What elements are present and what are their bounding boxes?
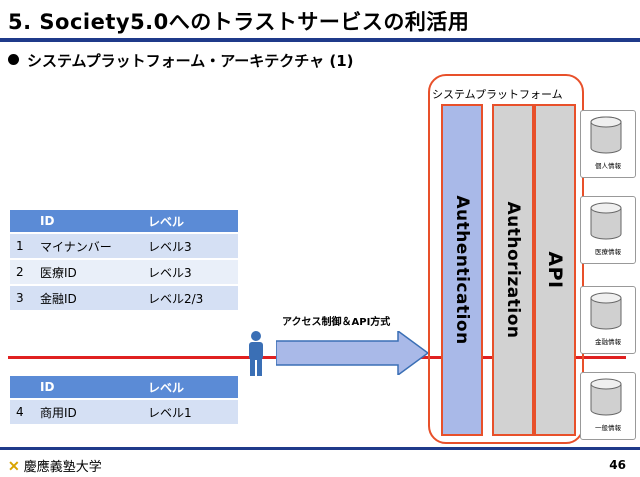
right-arrow-icon [276,331,428,375]
table-header-cell: レベル [142,376,238,398]
database-personal: 個人情報 [580,110,636,178]
table-row: 1 マイナンバー レベル3 [10,234,238,258]
database-icon [590,116,622,154]
logo-text: 慶應義塾大学 [23,460,102,475]
database-icon [590,292,622,330]
pen-mark-icon: ✕ [8,459,20,475]
table-row: 2 医療ID レベル3 [10,260,238,284]
subtitle-text: システムプラットフォーム・アーキテクチャ (1) [27,52,354,70]
table-header-cell: ID [34,376,142,398]
table-cell: 1 [10,234,34,258]
table-row: 4 商用ID レベル1 [10,400,238,424]
database-general: 一般情報 [580,372,636,440]
database-label: 一般情報 [595,424,621,432]
title-divider [0,38,640,42]
table-cell: マイナンバー [34,234,142,258]
database-icon [590,202,622,240]
table-cell: 金融ID [34,286,142,310]
authentication-layer: Authentication [441,104,483,436]
layer-label: Authorization [503,201,523,339]
table-header-row: ID レベル [10,210,238,232]
table-cell: レベル1 [142,400,238,424]
table-cell: レベル2/3 [142,286,238,310]
database-icon [590,378,622,416]
id-level-table-bottom: ID レベル 4 商用ID レベル1 [10,374,238,426]
table-header-cell: レベル [142,210,238,232]
table-cell: レベル3 [142,234,238,258]
table-cell: 3 [10,286,34,310]
authorization-layer: Authorization [492,104,534,436]
table-cell: 医療ID [34,260,142,284]
database-finance: 金融情報 [580,286,636,354]
database-label: 金融情報 [595,338,621,346]
id-level-table-top: ID レベル 1 マイナンバー レベル3 2 医療ID レベル3 3 金融ID … [10,208,238,312]
user-person-icon [249,331,263,376]
section-subtitle: システムプラットフォーム・アーキテクチャ (1) [8,50,354,71]
table-header-cell: ID [34,210,142,232]
bullet-icon [8,54,19,65]
table-cell: 2 [10,260,34,284]
page-number: 46 [609,458,626,472]
university-logo: ✕慶應義塾大学 [8,456,102,475]
database-label: 個人情報 [595,162,621,170]
footer-divider [0,447,640,450]
api-layer: API [534,104,576,436]
table-cell: 商用ID [34,400,142,424]
platform-label: システムプラットフォーム [432,86,563,102]
database-medical: 医療情報 [580,196,636,264]
layer-label: API [544,251,566,289]
table-header-row: ID レベル [10,376,238,398]
table-row: 3 金融ID レベル2/3 [10,286,238,310]
layer-label: Authentication [452,195,472,345]
arrow-label: アクセス制御＆API方式 [282,317,391,328]
table-cell: レベル3 [142,260,238,284]
database-label: 医療情報 [595,248,621,256]
table-cell: 4 [10,400,34,424]
table-header-cell [10,376,34,398]
page-title: 5. Society5.0へのトラストサービスの利活用 [8,10,470,34]
table-header-cell [10,210,34,232]
